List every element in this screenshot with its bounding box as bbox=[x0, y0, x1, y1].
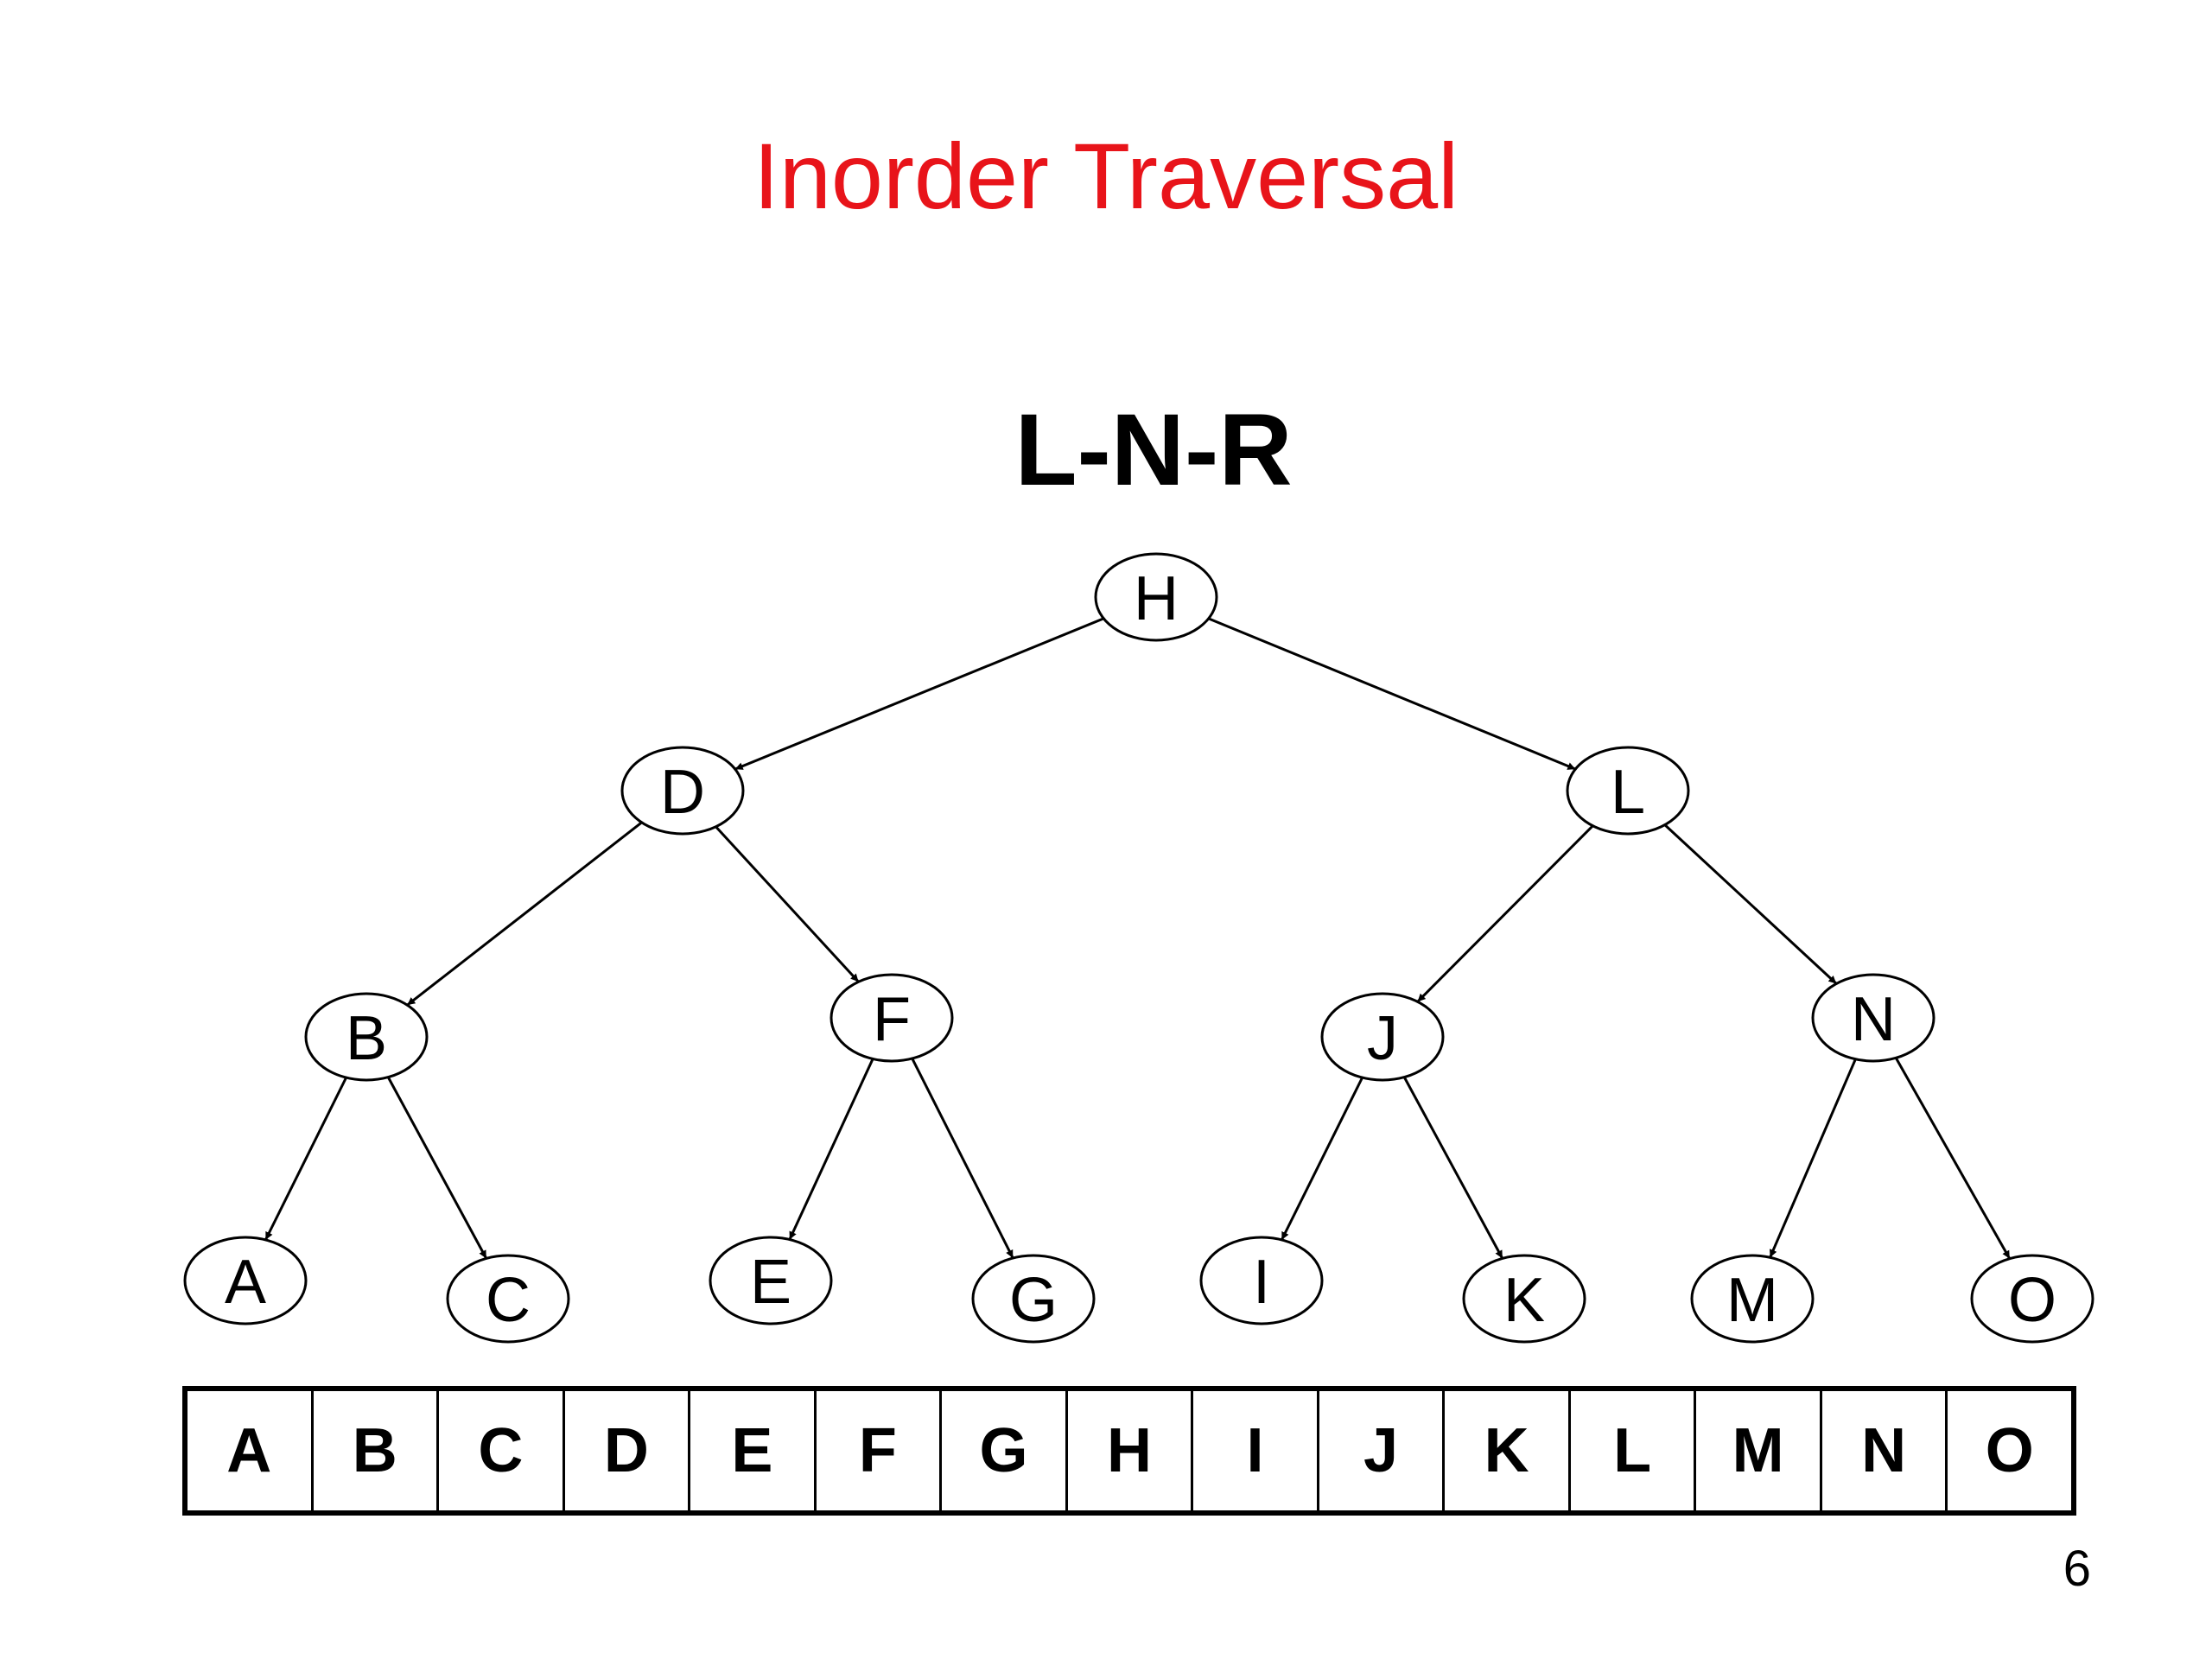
page-number: 6 bbox=[2063, 1541, 2091, 1597]
node-ellipse bbox=[971, 1254, 1096, 1344]
edge-n-o bbox=[1894, 1057, 2012, 1260]
node-label: E bbox=[750, 1248, 791, 1317]
tree-node-k: K bbox=[1462, 1254, 1586, 1344]
node-label: H bbox=[1134, 564, 1179, 633]
node-ellipse bbox=[446, 1254, 570, 1344]
edge-j-i bbox=[1281, 1077, 1363, 1241]
node-ellipse bbox=[1199, 1236, 1324, 1325]
edge-l-n bbox=[1663, 823, 1838, 985]
tree-node-m: M bbox=[1690, 1254, 1815, 1344]
tree-node-j: J bbox=[1320, 992, 1445, 1082]
order-cell-l: L bbox=[1571, 1391, 1697, 1510]
order-cell-k: K bbox=[1445, 1391, 1571, 1510]
traversal-rule: L-N-R bbox=[1014, 393, 1293, 507]
order-cell-f: F bbox=[817, 1391, 943, 1510]
order-cell-d: D bbox=[565, 1391, 691, 1510]
node-ellipse bbox=[1462, 1254, 1586, 1344]
edge-b-c bbox=[386, 1076, 488, 1260]
order-cell-m: M bbox=[1696, 1391, 1822, 1510]
edge-h-d bbox=[734, 617, 1104, 771]
edge-l-j bbox=[1416, 824, 1594, 1003]
slide-title: Inorder Traversal bbox=[753, 124, 1459, 228]
edge-d-b bbox=[406, 821, 643, 1007]
tree-node-b: B bbox=[304, 992, 429, 1082]
node-ellipse bbox=[709, 1236, 833, 1325]
node-label: F bbox=[873, 985, 911, 1054]
tree-node-o: O bbox=[1970, 1254, 2094, 1344]
tree-node-d: D bbox=[620, 746, 745, 836]
edge-n-m bbox=[1769, 1058, 1857, 1258]
tree-node-l: L bbox=[1566, 746, 1690, 836]
edge-f-e bbox=[788, 1058, 874, 1241]
node-label: K bbox=[1503, 1266, 1545, 1335]
node-label: A bbox=[225, 1248, 266, 1317]
node-ellipse bbox=[620, 746, 745, 836]
edge-j-k bbox=[1402, 1076, 1504, 1260]
node-label: G bbox=[1009, 1266, 1058, 1335]
tree-edges bbox=[264, 617, 2012, 1260]
tree-node-e: E bbox=[709, 1236, 833, 1325]
node-label: L bbox=[1611, 758, 1645, 827]
node-label: J bbox=[1367, 1004, 1398, 1073]
node-label: M bbox=[1726, 1266, 1778, 1335]
tree-node-i: I bbox=[1199, 1236, 1324, 1325]
edge-h-l bbox=[1208, 617, 1576, 771]
tree-node-h: H bbox=[1094, 552, 1218, 642]
order-cell-n: N bbox=[1822, 1391, 1948, 1510]
tree-node-c: C bbox=[446, 1254, 570, 1344]
tree-node-f: F bbox=[830, 973, 954, 1063]
tree-node-a: A bbox=[183, 1236, 308, 1325]
order-cell-b: B bbox=[314, 1391, 440, 1510]
order-cell-i: I bbox=[1193, 1391, 1319, 1510]
node-label: D bbox=[660, 758, 705, 827]
node-ellipse bbox=[183, 1236, 308, 1325]
order-cell-g: G bbox=[942, 1391, 1068, 1510]
node-label: B bbox=[346, 1004, 387, 1073]
order-cell-a: A bbox=[188, 1391, 314, 1510]
node-ellipse bbox=[1320, 992, 1445, 1082]
order-cell-j: J bbox=[1319, 1391, 1446, 1510]
order-cell-c: C bbox=[439, 1391, 565, 1510]
node-label: C bbox=[486, 1266, 531, 1335]
tree-node-n: N bbox=[1811, 973, 1936, 1063]
order-cell-h: H bbox=[1068, 1391, 1194, 1510]
node-ellipse bbox=[304, 992, 429, 1082]
order-cell-e: E bbox=[690, 1391, 817, 1510]
edge-d-f bbox=[715, 825, 860, 983]
node-ellipse bbox=[1811, 973, 1936, 1063]
node-label: O bbox=[2008, 1266, 2056, 1335]
node-label: I bbox=[1253, 1248, 1270, 1317]
edge-b-a bbox=[264, 1077, 347, 1241]
node-ellipse bbox=[830, 973, 954, 1063]
node-ellipse bbox=[1094, 552, 1218, 642]
node-ellipse bbox=[1566, 746, 1690, 836]
node-ellipse bbox=[1970, 1254, 2094, 1344]
node-label: N bbox=[1851, 985, 1896, 1054]
edge-f-g bbox=[911, 1058, 1014, 1259]
node-ellipse bbox=[1690, 1254, 1815, 1344]
order-cell-o: O bbox=[1985, 1416, 2034, 1485]
tree-node-g: G bbox=[971, 1254, 1096, 1344]
tree-nodes: H D L B F J N A C E G I K M O bbox=[183, 552, 2094, 1344]
